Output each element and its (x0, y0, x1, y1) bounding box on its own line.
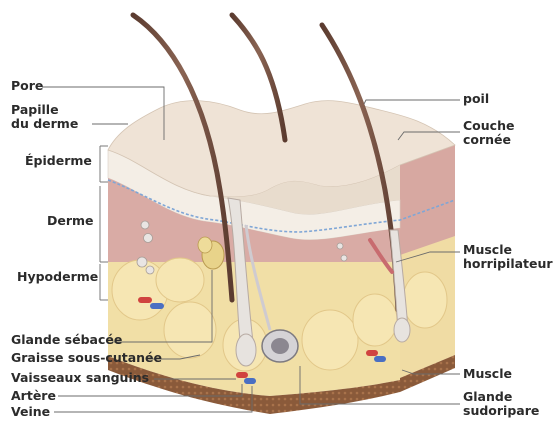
layer-bracket (99, 145, 108, 301)
label-glande-sudoripare: Glande sudoripare (463, 390, 539, 418)
label-graisse-sous-cutanee: Graisse sous-cutanée (11, 350, 162, 365)
label-poil: poil (463, 91, 490, 106)
leader-lines (42, 86, 460, 413)
label-pore: Pore (11, 78, 44, 93)
label-couche-line1: Couche (463, 118, 515, 133)
capillary-line (107, 179, 456, 233)
follicles (227, 197, 411, 367)
nerve-endings (136, 220, 348, 275)
blood-vessels (138, 297, 386, 384)
label-couche-cornee: Couche cornée (463, 119, 514, 147)
label-hypoderme: Hypoderme (17, 269, 99, 284)
label-veine: Veine (11, 404, 51, 419)
label-artere: Artère (11, 388, 56, 403)
label-papille-du-derme: Papille du derme (11, 103, 78, 131)
label-muscle: Muscle (463, 366, 512, 381)
arrector-muscle (368, 238, 394, 274)
label-glande-sebacee: Glande sébacée (11, 332, 123, 347)
label-glande-sud-line2: sudoripare (463, 403, 540, 418)
label-muscle-horripilateur: Muscle horripilateur (463, 243, 553, 271)
label-couche-line2: cornée (463, 132, 512, 147)
label-glande-sud-line1: Glande (463, 389, 513, 404)
label-vaisseaux-sanguins: Vaisseaux sanguins (11, 370, 150, 385)
label-muscle-horr-line2: horripilateur (463, 256, 553, 271)
label-papille-line1: Papille (11, 102, 59, 117)
label-epiderme: Épiderme (25, 153, 92, 168)
sweat-gland (244, 224, 299, 363)
right-face (400, 145, 455, 392)
label-muscle-horr-line1: Muscle (463, 242, 512, 257)
label-papille-line2: du derme (11, 116, 79, 131)
label-derme: Derme (47, 213, 94, 228)
sebaceous-gland (197, 236, 225, 270)
